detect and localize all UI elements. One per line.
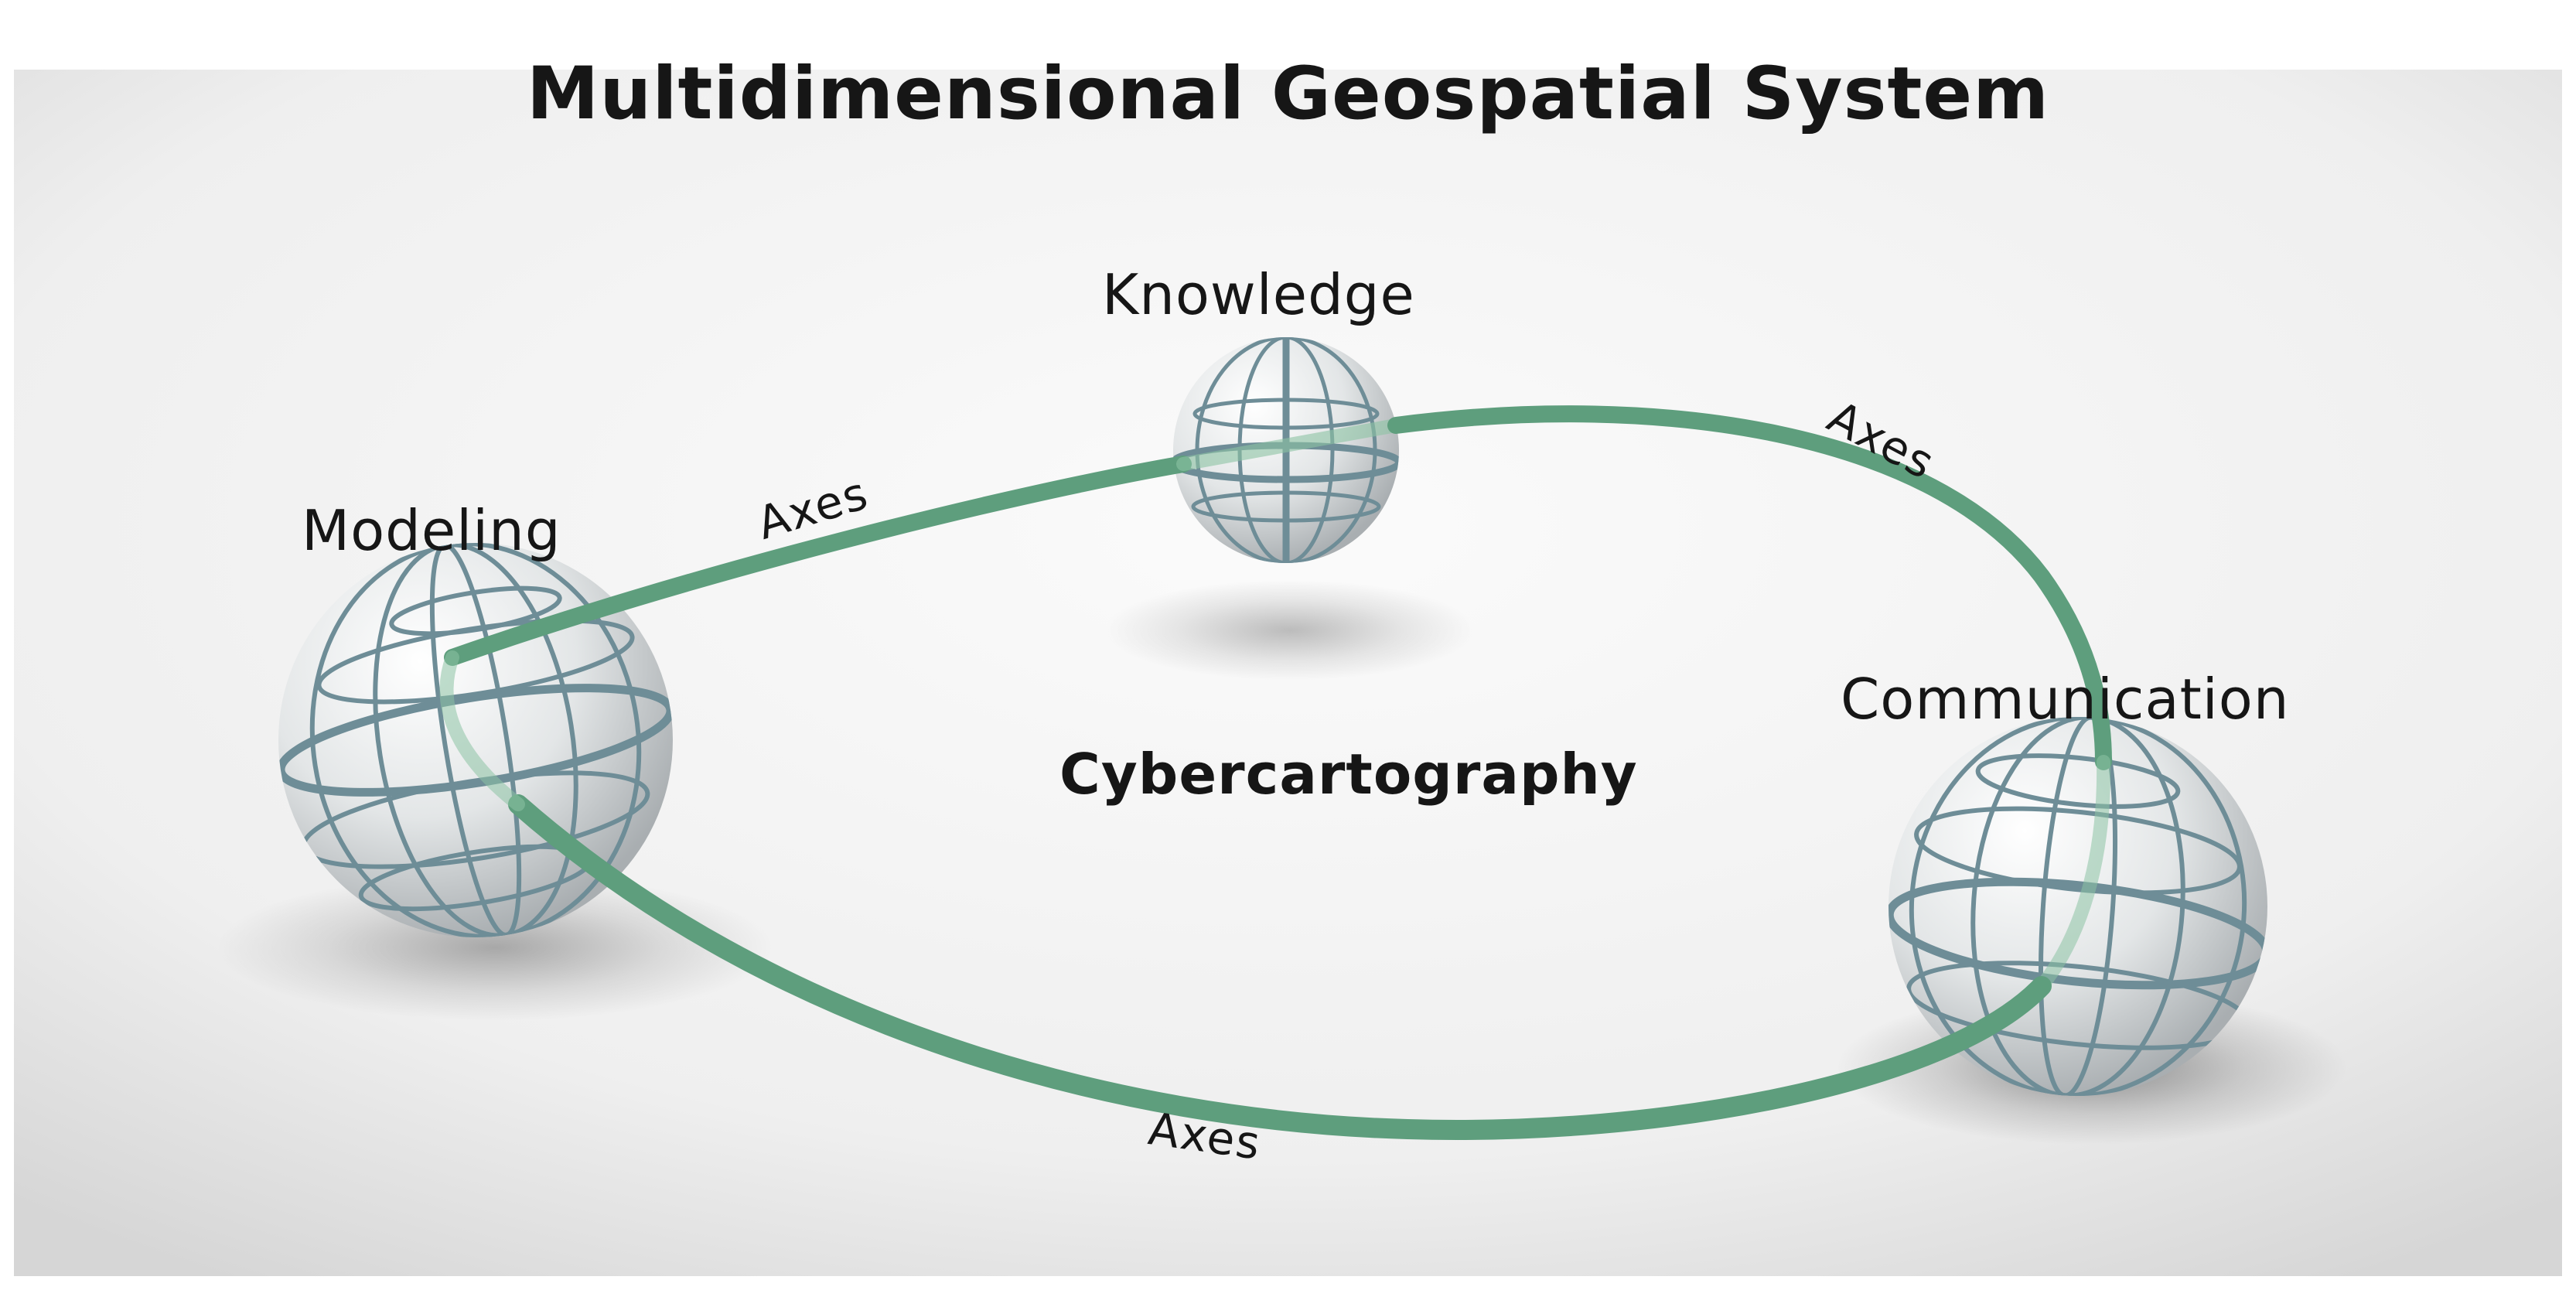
- center-label: Cybercartography: [1059, 742, 1638, 807]
- axes-band-modeling-knowledge: [444, 456, 1192, 666]
- diagram-title: Multidimensional Geospatial System: [526, 52, 2050, 136]
- node-label-modeling: Modeling: [302, 498, 561, 563]
- axes-loop: [439, 405, 2112, 1140]
- knowledge-shadow: [1104, 580, 1476, 681]
- axes-band-communication-modeling: [508, 794, 2052, 1140]
- node-label-communication: Communication: [1841, 667, 2290, 732]
- axes-band-knowledge-communication: [1387, 405, 2112, 770]
- axes-band-knowledge-segment: [1176, 418, 1403, 471]
- axes-band-modeling-segment: [439, 650, 525, 811]
- axes-band-communication-segment: [2035, 755, 2111, 993]
- node-label-knowledge: Knowledge: [1102, 262, 1415, 327]
- modeling-shadow: [217, 874, 773, 1021]
